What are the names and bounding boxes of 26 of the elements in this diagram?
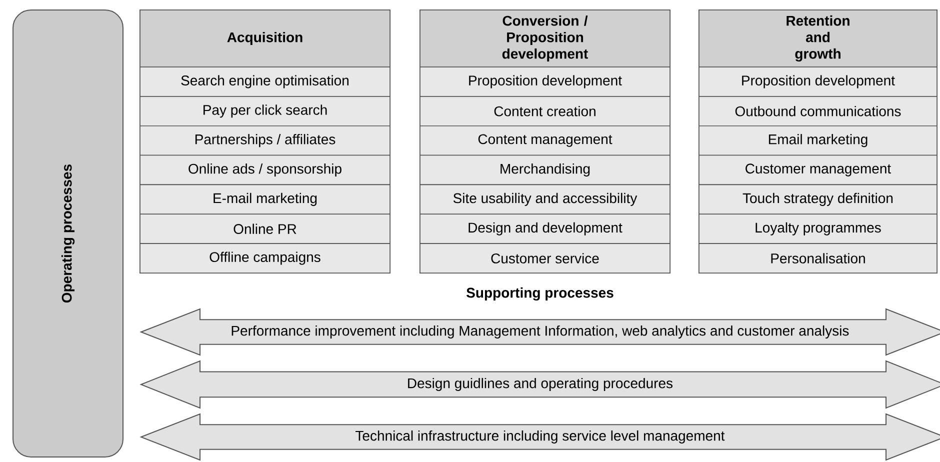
table-cell: Email marketing bbox=[698, 125, 938, 156]
table-cell: Site usability and accessibility bbox=[420, 184, 670, 215]
table-cell: Content creation bbox=[420, 96, 670, 126]
table-cell: Proposition development bbox=[698, 66, 938, 97]
column-header: Retention and growth bbox=[698, 10, 938, 68]
table-cell: Online PR bbox=[140, 214, 390, 244]
rounded-side-panel: Operating processes bbox=[12, 10, 124, 458]
column-header: Acquisition bbox=[140, 10, 390, 68]
column-header: Conversion / Proposition development bbox=[420, 10, 670, 68]
table-cell: Search engine optimisation bbox=[140, 66, 390, 97]
table-cell: Proposition development bbox=[420, 66, 670, 97]
table-cell: Personalisation bbox=[698, 243, 938, 274]
table-cell: Touch strategy definition bbox=[698, 184, 938, 215]
table-cell: Customer service bbox=[420, 243, 670, 274]
table-cell: Merchandising bbox=[420, 154, 670, 186]
table-cell: Loyalty programmes bbox=[698, 214, 938, 244]
table-cell: Offline campaigns bbox=[140, 243, 390, 274]
table-cell: Partnerships / affiliates bbox=[140, 125, 390, 156]
table-cell: E-mail marketing bbox=[140, 184, 390, 215]
table-cell: Online ads / sponsorship bbox=[140, 154, 390, 186]
table-cell: Pay per click search bbox=[140, 96, 390, 126]
section-heading: Supporting processes bbox=[466, 287, 614, 301]
table-cell: Customer management bbox=[698, 154, 938, 186]
table-cell: Outbound communications bbox=[698, 96, 938, 126]
table-cell: Design and development bbox=[420, 214, 670, 244]
table-cell: Content management bbox=[420, 125, 670, 156]
